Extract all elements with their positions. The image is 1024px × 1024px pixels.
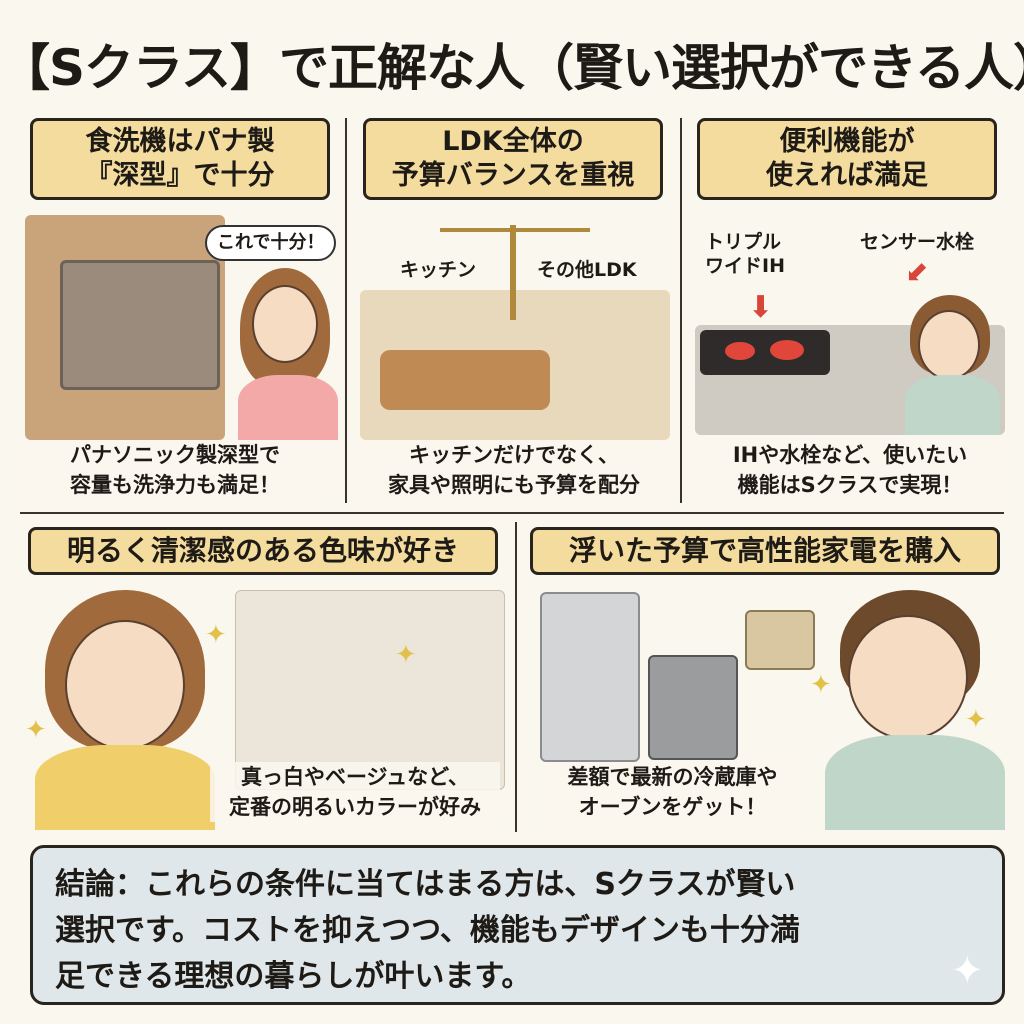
woman-face-icon	[65, 620, 185, 750]
speech-bubble: これで十分！	[205, 225, 337, 261]
burner-icon	[770, 340, 804, 360]
panel-caption: 差額で最新の冷蔵庫や オーブンをゲット！	[545, 762, 800, 822]
conclusion-line: 選択です。コストを抑えつつ、機能もデザインも十分満	[55, 913, 800, 948]
divider	[680, 118, 682, 503]
refrigerator-illustration	[540, 592, 640, 762]
oven-illustration	[648, 655, 738, 760]
conclusion-line: 足できる理想の暮らしが叶います。	[55, 959, 532, 994]
scale-label-other: その他LDK	[537, 259, 637, 281]
scale-label-kitchen: キッチン	[400, 259, 477, 281]
callout-faucet: センサー水栓	[860, 231, 975, 253]
caption-line: IHや水栓など、使いたい	[732, 443, 968, 467]
sparkle-icon: ✦	[950, 948, 984, 994]
panel-caption: キッチンだけでなく、 家具や照明にも予算を配分	[355, 440, 673, 500]
caption-line: キッチンだけでなく、	[409, 443, 619, 467]
conclusion-line: 結論：これらの条件に当てはまる方は、Sクラスが賢い	[55, 867, 796, 902]
caption-line: 差額で最新の冷蔵庫や	[567, 765, 778, 789]
man-face-icon	[918, 310, 980, 380]
panel-label: 食洗機はパナ製 『深型』で十分	[30, 118, 330, 200]
page-title: 【Sクラス】で正解な人（賢い選択ができる人）	[0, 39, 1024, 97]
caption-line: パナソニック製深型で	[70, 443, 280, 467]
arrow-down-icon: ⬇	[748, 290, 774, 325]
panel-caption: IHや水栓など、使いたい 機能はSクラスで実現！	[690, 440, 1010, 500]
callout-ih: トリプル ワイドIH	[705, 230, 785, 278]
sofa-illustration	[380, 350, 550, 410]
panel-label: 便利機能が 使えれば満足	[697, 118, 997, 200]
scale-icon	[510, 225, 516, 320]
white-kitchen-illustration	[235, 590, 505, 790]
scale-beam	[440, 228, 590, 232]
label-line: 予算バランスを重視	[391, 160, 635, 191]
caption-line: 真っ白やベージュなど、	[240, 765, 470, 789]
divider	[20, 512, 1004, 514]
callout-line: ワイドIH	[705, 255, 785, 277]
sparkle-icon: ✦	[810, 670, 832, 700]
divider	[345, 118, 347, 503]
caption-line: オーブンをゲット！	[578, 795, 767, 819]
woman-body	[238, 375, 338, 440]
panel-caption: 真っ白やベージュなど、 定番の明るいカラーが好み	[210, 762, 500, 822]
panel-label: 浮いた予算で高性能家電を購入	[530, 527, 1000, 575]
sparkle-icon: ✦	[25, 715, 47, 745]
dishwasher-illustration	[60, 260, 220, 390]
label-line: 使えれば満足	[766, 160, 928, 191]
ih-cooktop-illustration	[700, 330, 830, 375]
sparkle-icon: ✦	[395, 640, 417, 670]
caption-line: 容量も洗浄力も満足！	[70, 473, 280, 497]
man-face-icon	[848, 615, 968, 740]
man-body	[905, 375, 1000, 435]
caption-line: 機能はSクラスで実現！	[737, 473, 963, 497]
woman-face-icon	[252, 285, 318, 363]
man-body	[825, 735, 1005, 830]
money-stack-icon	[745, 610, 815, 670]
burner-icon	[725, 342, 755, 360]
conclusion-box: 結論：これらの条件に当てはまる方は、Sクラスが賢い 選択です。コストを抑えつつ、…	[30, 845, 1005, 1005]
sparkle-icon: ✦	[205, 620, 227, 650]
sparkle-icon: ✦	[965, 705, 987, 735]
label-line: LDK全体の	[442, 126, 584, 157]
caption-line: 定番の明るいカラーが好み	[229, 795, 481, 819]
label-line: 『深型』で十分	[85, 160, 275, 191]
label-line: 便利機能が	[779, 126, 915, 157]
woman-body	[35, 745, 215, 830]
label-line: 食洗機はパナ製	[85, 126, 275, 157]
divider	[515, 522, 517, 832]
panel-label: 明るく清潔感のある色味が好き	[28, 527, 498, 575]
callout-line: トリプル	[705, 231, 782, 253]
panel-label: LDK全体の 予算バランスを重視	[363, 118, 663, 200]
caption-line: 家具や照明にも予算を配分	[388, 473, 640, 497]
arrow-down-left-icon: ⬋	[905, 255, 929, 288]
panel-caption: パナソニック製深型で 容量も洗浄力も満足！	[20, 440, 330, 500]
